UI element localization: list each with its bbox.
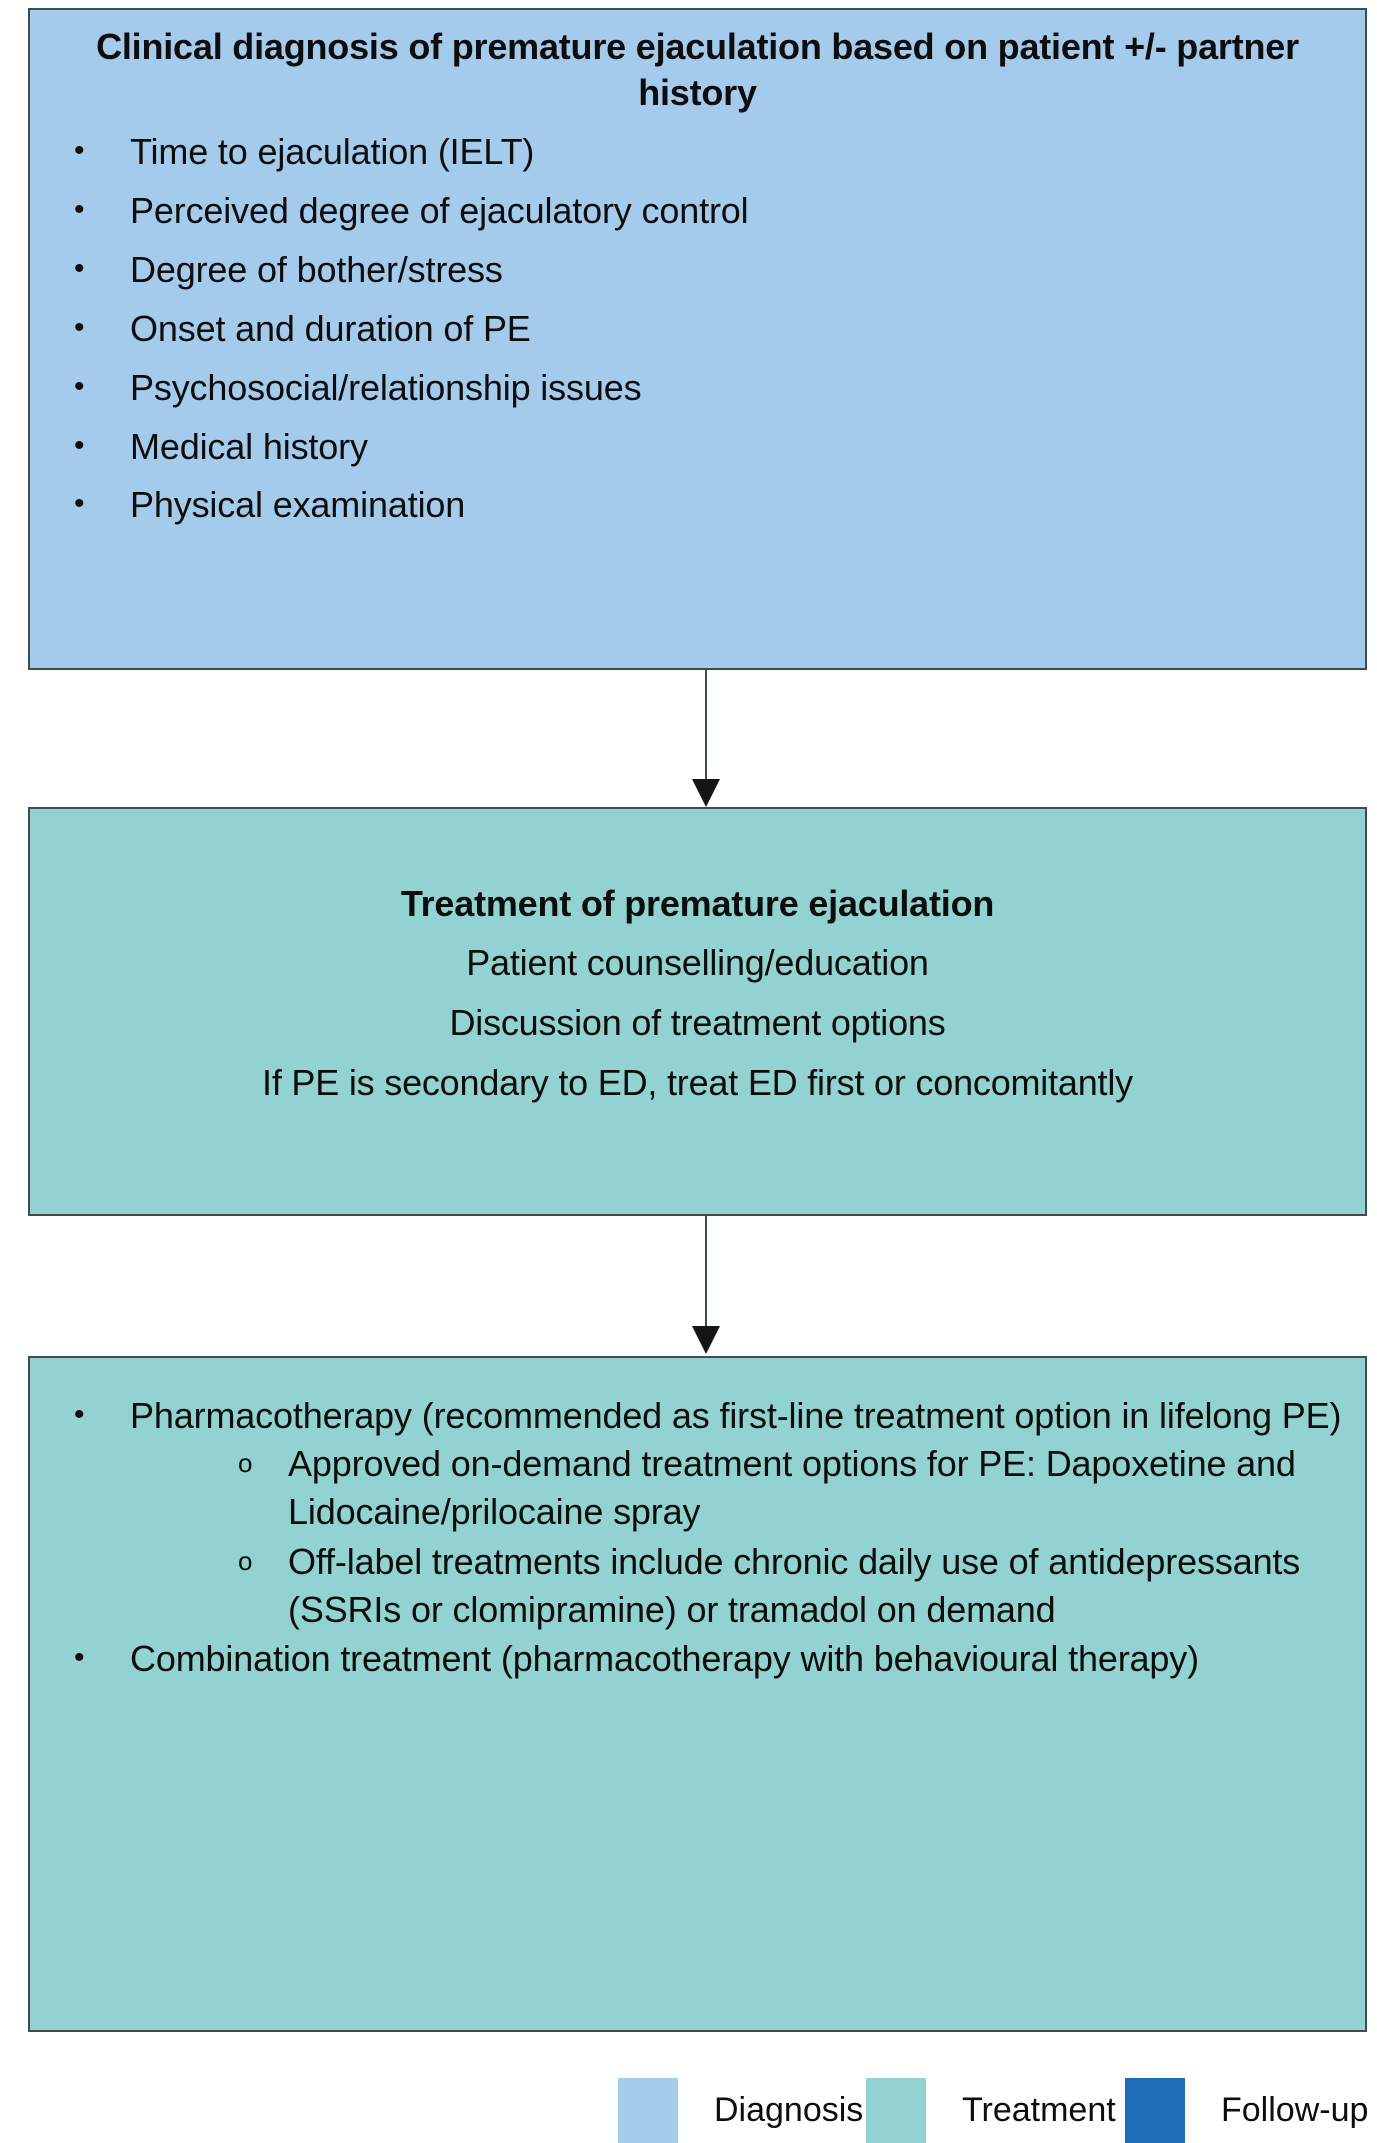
legend-item-diagnosis: Diagnosis: [618, 2078, 863, 2143]
legend-item-followup: Follow-up: [1125, 2078, 1368, 2143]
list-item: • Perceived degree of ejaculatory contro…: [30, 187, 1365, 235]
list-item: • Time to ejaculation (IELT): [30, 128, 1365, 176]
treatment-overview-line: Patient counselling/education: [466, 942, 929, 984]
sub-list-item: o Approved on-demand treatment options f…: [130, 1440, 1365, 1536]
treatment-options-box: • Pharmacotherapy (recommended as first-…: [28, 1356, 1367, 2032]
list-item-label: Medical history: [130, 425, 368, 467]
bullet-icon: •: [74, 1641, 85, 1675]
bullet-icon: •: [74, 310, 85, 344]
treatment-overview-line: Discussion of treatment options: [449, 1001, 946, 1043]
list-item-label: Degree of bother/stress: [130, 248, 503, 290]
legend-label-treatment: Treatment: [962, 2090, 1116, 2129]
list-item: • Medical history: [30, 423, 1365, 471]
legend-swatch-diagnosis: [618, 2078, 678, 2143]
arrow-head: [692, 779, 720, 807]
list-item: • Degree of bother/stress: [30, 246, 1365, 294]
arrow-shaft: [705, 1216, 707, 1329]
legend-label-followup: Follow-up: [1221, 2090, 1369, 2129]
list-item-label: Physical examination: [130, 484, 466, 526]
bullet-icon: •: [74, 134, 85, 168]
legend-item-treatment: Treatment: [866, 2078, 1116, 2143]
diagnosis-box-title: Clinical diagnosis of premature ejaculat…: [96, 26, 1299, 114]
treatment-overview-title: Treatment of premature ejaculation: [400, 883, 995, 924]
legend: Diagnosis Treatment Follow-up: [0, 2078, 1377, 2143]
bullet-icon: •: [74, 369, 85, 403]
treatment-options-sub-list: o Approved on-demand treatment options f…: [130, 1440, 1365, 1634]
bullet-icon: •: [74, 428, 85, 462]
bullet-icon: •: [74, 193, 85, 227]
treatment-overview-box: Treatment of premature ejaculation Patie…: [28, 807, 1367, 1216]
list-item: • Physical examination: [30, 481, 1365, 529]
sub-list-item-label: Approved on-demand treatment options for…: [288, 1442, 1296, 1532]
flow-arrow-down-icon: [692, 1216, 720, 1356]
legend-swatch-treatment: [866, 2078, 926, 2143]
sub-bullet-icon: o: [238, 1545, 253, 1576]
diagnosis-box: Clinical diagnosis of premature ejaculat…: [28, 8, 1367, 670]
bullet-icon: •: [74, 251, 85, 285]
bullet-icon: •: [74, 487, 85, 521]
list-item: • Psychosocial/relationship issues: [30, 364, 1365, 412]
arrow-shaft: [705, 670, 707, 782]
bullet-icon: •: [74, 1398, 85, 1431]
legend-swatch-followup: [1125, 2078, 1185, 2143]
list-item-label: Onset and duration of PE: [130, 307, 531, 349]
sub-bullet-icon: o: [238, 1447, 253, 1478]
flow-arrow-down-icon: [692, 670, 720, 808]
sub-list-item: o Off-label treatments include chronic d…: [130, 1538, 1365, 1634]
arrow-head: [692, 1326, 720, 1354]
list-item-label: Psychosocial/relationship issues: [130, 366, 642, 408]
list-item-label: Combination treatment (pharmacotherapy w…: [130, 1638, 1199, 1680]
list-item: • Combination treatment (pharmacotherapy…: [30, 1635, 1365, 1683]
list-item-label: Time to ejaculation (IELT): [130, 131, 535, 173]
list-item: • Onset and duration of PE: [30, 305, 1365, 353]
treatment-overview-line: If PE is secondary to ED, treat ED first…: [262, 1061, 1133, 1103]
treatment-options-list: • Pharmacotherapy (recommended as first-…: [30, 1392, 1365, 1683]
list-item-label: Perceived degree of ejaculatory control: [130, 190, 749, 232]
list-item-label: Pharmacotherapy (recommended as first-li…: [130, 1395, 1342, 1436]
diagnosis-bullet-list: • Time to ejaculation (IELT) • Perceived…: [30, 128, 1365, 529]
list-item: • Pharmacotherapy (recommended as first-…: [30, 1392, 1365, 1633]
legend-label-diagnosis: Diagnosis: [714, 2090, 864, 2129]
sub-list-item-label: Off-label treatments include chronic dai…: [288, 1540, 1301, 1630]
